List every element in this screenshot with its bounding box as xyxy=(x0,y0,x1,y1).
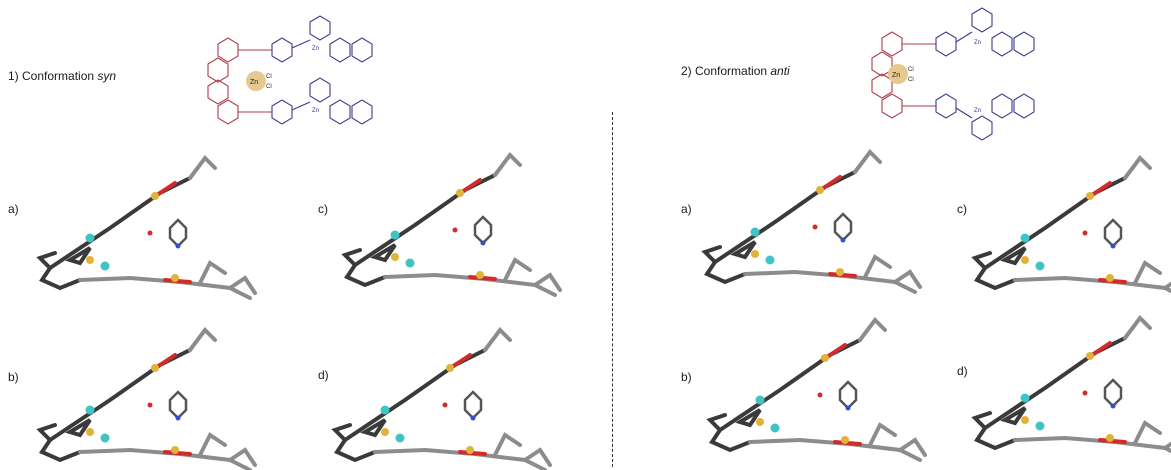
salen-arm-icon xyxy=(271,15,373,125)
scheme-cl-label: Cl xyxy=(266,74,272,80)
panel-label-syn-d: d) xyxy=(318,368,329,382)
molecule-syn-d xyxy=(333,328,552,470)
molecule-anti-d xyxy=(973,316,1171,460)
panel-label-anti-b: b) xyxy=(681,370,692,384)
section-title-anti: 2) Conformation anti xyxy=(681,64,790,78)
zinc-center-icon xyxy=(888,64,908,84)
section-title-emphasis: syn xyxy=(97,69,117,83)
scheme-cl-label: Cl xyxy=(908,67,914,73)
salen-arm-icon xyxy=(935,7,1035,141)
panel-label-syn-c: c) xyxy=(318,202,328,216)
scheme-anti: Zn Cl Cl Zn Zn xyxy=(871,7,1035,141)
molecule-anti-a xyxy=(703,150,922,294)
scheme-zn-label: Zn xyxy=(250,79,258,86)
panel-label-syn-a: a) xyxy=(8,202,19,216)
section-title-emphasis: anti xyxy=(770,64,790,78)
panel-label-syn-b: b) xyxy=(8,370,19,384)
section-title-prefix: 2) Conformation xyxy=(681,64,771,78)
bipyridine-ring-icon xyxy=(207,37,272,125)
scheme-zn-label: Zn xyxy=(892,72,900,79)
scheme-cl-label: Cl xyxy=(266,84,272,90)
scheme-zn-label: Zn xyxy=(974,40,981,46)
bipyridine-ring-icon xyxy=(871,31,936,119)
scheme-zn-label: Zn xyxy=(312,46,319,52)
section-divider xyxy=(612,112,613,467)
panel-label-anti-c: c) xyxy=(957,202,967,216)
molecule-syn-a xyxy=(38,156,257,300)
scheme-cl-label: Cl xyxy=(908,77,914,83)
panel-label-anti-d: d) xyxy=(957,364,968,378)
molecule-syn-c xyxy=(343,153,562,297)
section-title-syn: 1) Conformation syn xyxy=(8,69,116,83)
scheme-zn-label: Zn xyxy=(974,108,981,114)
molecule-anti-b xyxy=(708,318,927,462)
panel-label-anti-a: a) xyxy=(681,202,692,216)
scheme-zn-label: Zn xyxy=(312,108,319,114)
molecule-syn-b xyxy=(38,328,257,470)
molecule-anti-c xyxy=(973,156,1171,300)
scheme-syn: Zn Cl Cl Zn Zn xyxy=(207,15,373,125)
section-title-prefix: 1) Conformation xyxy=(8,69,98,83)
zinc-center-icon xyxy=(246,71,266,91)
